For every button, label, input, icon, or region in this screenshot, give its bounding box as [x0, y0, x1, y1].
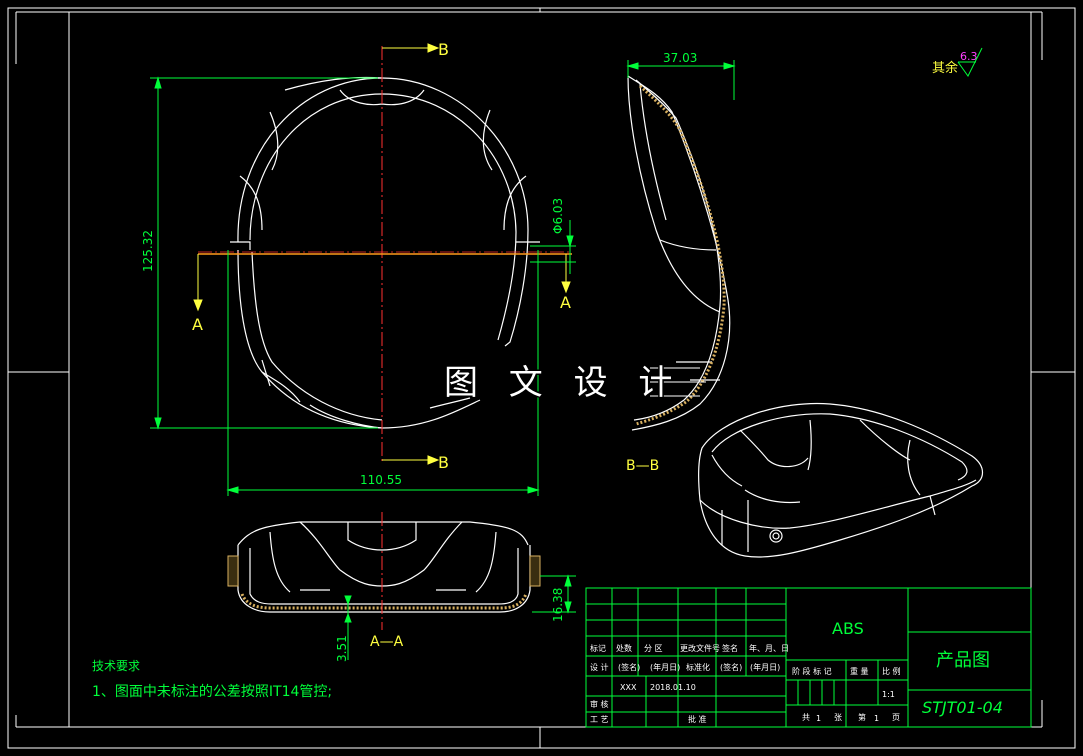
dim-wall-thickness-label: 3.51 [335, 635, 349, 662]
tb-ratio-label: 比 例 [882, 666, 901, 676]
front-section-view [237, 521, 531, 613]
section-mark-b-bottom: B [438, 453, 449, 472]
tb-header-count: 处数 [616, 643, 632, 653]
isometric-view [698, 402, 984, 558]
watermark: 图 文 设 计 [444, 363, 682, 403]
tb-standard-label: 标准化 [686, 662, 710, 672]
tb-process-label: 工 艺 [590, 715, 609, 724]
tb-standard-sign: (签名) [720, 662, 742, 672]
tb-date: 2018.01.10 [650, 683, 696, 692]
tb-design-date: (年月日) [650, 662, 680, 672]
section-mark-b-top: B [438, 40, 449, 59]
dim-hole [530, 220, 576, 274]
tb-design-label: 设 计 [590, 662, 609, 672]
front-section-wall [240, 593, 528, 610]
section-b-arrows [382, 43, 440, 465]
tb-drawing-code: STJT01-04 [922, 698, 1003, 717]
notes-line1: 1、图面中未标注的公差按照IT14管控; [92, 684, 332, 700]
tb-header-mark: 标记 [590, 643, 606, 653]
roughness-symbol [957, 47, 983, 77]
dim-section-height [532, 574, 576, 614]
tb-sheets-prefix: 共 [802, 713, 810, 722]
tb-header-zone: 分 区 [644, 644, 663, 653]
tb-designer: XXX [620, 683, 637, 692]
dim-side-width-label: 37.03 [663, 51, 697, 65]
section-mark-a-left: A [192, 315, 203, 334]
tb-header-sign: 签名 [722, 643, 738, 653]
tb-scale: 1:1 [882, 690, 895, 699]
section-mark-a-right: A [560, 293, 571, 312]
dim-width-top-label: 110.55 [360, 473, 402, 487]
tb-sheet-no: 1 [874, 714, 879, 723]
tb-drawing-name: 产品图 [936, 650, 990, 671]
front-section-hatch [227, 555, 541, 587]
side-section-view [627, 75, 731, 431]
tb-sheets-total: 1 [816, 714, 821, 723]
tb-header-date: 年、月、日 [749, 643, 789, 653]
top-view [230, 76, 540, 429]
section-a-arrows [193, 254, 571, 312]
tb-review-label: 审 核 [590, 699, 609, 709]
roughness-value: 6.3 [960, 50, 978, 63]
dim-wall-thickness [344, 595, 352, 660]
notes-title: 技术要求 [92, 659, 140, 673]
tb-sheet-prefix: 第 [858, 712, 866, 722]
section-label-aa: A—A [370, 634, 404, 650]
tb-sheets-unit2: 页 [892, 713, 900, 722]
tb-stage-label: 阶 段 标 记 [792, 666, 832, 676]
tb-weight-label: 重 量 [850, 666, 869, 676]
drawing-frame [7, 7, 1076, 749]
tb-approve-label: 批 准 [688, 714, 707, 724]
roughness-label: 其余 [932, 60, 958, 76]
section-label-bb: B—B [626, 458, 659, 474]
tb-header-change-doc: 更改文件号 [680, 643, 720, 653]
tb-material: ABS [832, 619, 864, 638]
watermark-lines [650, 367, 706, 397]
dim-hole-label: Φ6.03 [551, 198, 565, 234]
side-section-hatch [635, 84, 726, 426]
tb-sheets-unit1: 张 [834, 713, 842, 722]
dim-side-width [626, 60, 736, 100]
tb-standard-date: (年月日) [750, 662, 780, 672]
dim-width-top [226, 250, 540, 496]
tb-design-sign: (签名) [618, 662, 640, 672]
title-block-grid [585, 587, 1032, 728]
dim-height-top-label: 125.32 [141, 230, 155, 272]
dim-section-height-label: 16.38 [551, 588, 565, 622]
dim-height-top [150, 76, 378, 430]
